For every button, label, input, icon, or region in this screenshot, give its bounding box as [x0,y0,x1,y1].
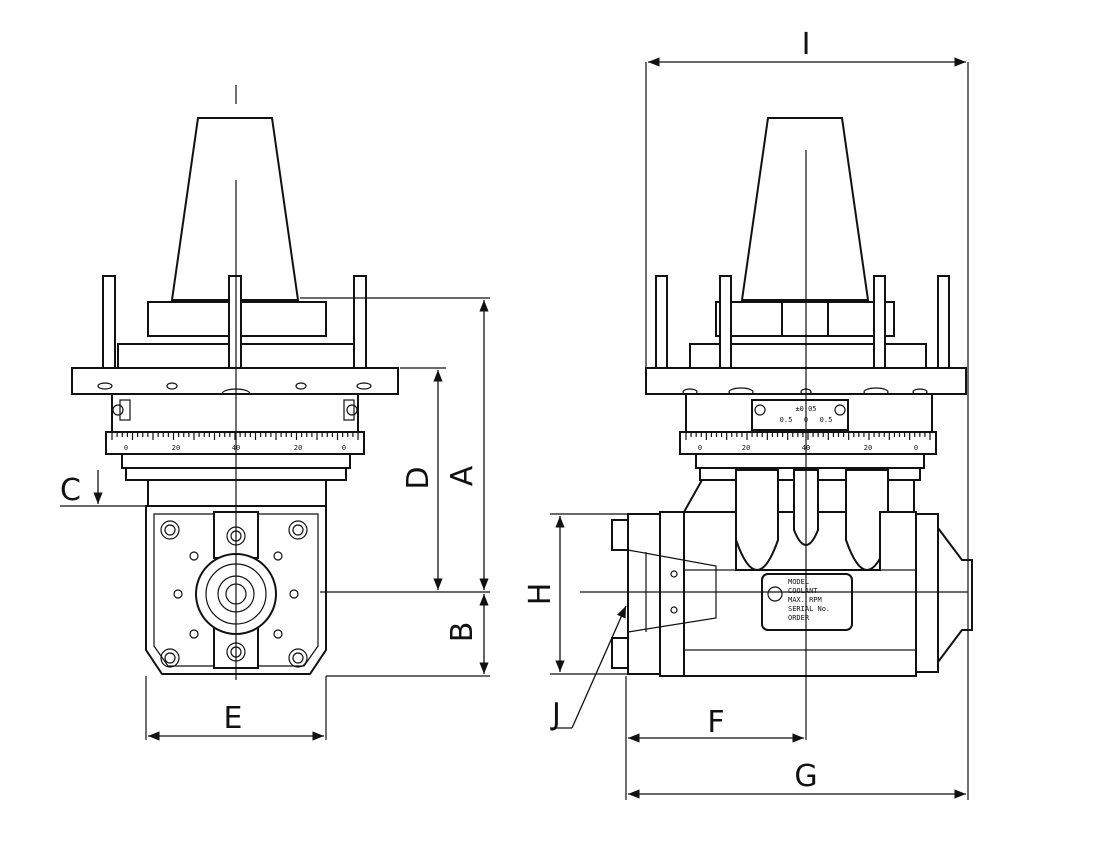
scale-ticks [685,432,931,440]
label-D: D [401,466,436,489]
dimension-F: F [628,705,804,743]
name-plate [761,573,853,631]
front-view: 0 20 40 20 0 [60,85,490,740]
name-plate-line: COOLANT [788,587,818,595]
tolerance-left: 0.5 [780,416,793,424]
scale-label: 20 [172,444,180,452]
label-I: I [802,27,811,62]
name-plate-line: ORDER [788,614,810,622]
neck-lower [147,479,327,507]
scale-label: 20 [742,444,750,452]
label-C: C [60,473,81,508]
dimension-A: A [445,300,489,590]
label-A: A [445,465,480,486]
dimension-D: D [401,370,443,590]
scale-label: 0 [698,444,702,452]
name-plate-line: SERIAL No. [788,605,830,613]
dimension-I: I [648,27,966,67]
dimension-C: C [60,470,103,508]
scale-label: 20 [864,444,872,452]
index-ring [111,393,359,433]
scale-label: 0 [342,444,346,452]
name-plate-line: MAX. RPM [788,596,822,604]
taper-shank [170,117,300,301]
corner-bolts [160,520,308,668]
scale-label: 0 [124,444,128,452]
label-B: B [445,622,480,643]
spindle-flange [659,511,685,677]
label-H: H [523,583,558,606]
tolerance-plate [751,399,849,431]
dimension-E: E [148,701,324,741]
taper-shank [740,117,870,301]
side-view: ±0.05 0.5 0 0.5 0 20 40 20 0 [550,62,973,800]
coolant-fins [735,469,889,571]
scale-ticks [111,432,359,440]
dimension-G: G [628,759,966,799]
mounting-plate [71,367,399,395]
dimension-H: H [523,516,565,672]
leader-J: J [550,605,627,732]
rear-cap [915,513,939,673]
tolerance-right: 0.5 [820,416,833,424]
dimension-B: B [445,594,489,674]
label-F: F [707,705,724,740]
scale-label: 20 [294,444,302,452]
label-E: E [224,701,243,736]
name-plate-line: MODEL [788,578,809,586]
label-G: G [794,759,817,794]
label-J: J [550,697,561,732]
scale-label: 0 [914,444,918,452]
